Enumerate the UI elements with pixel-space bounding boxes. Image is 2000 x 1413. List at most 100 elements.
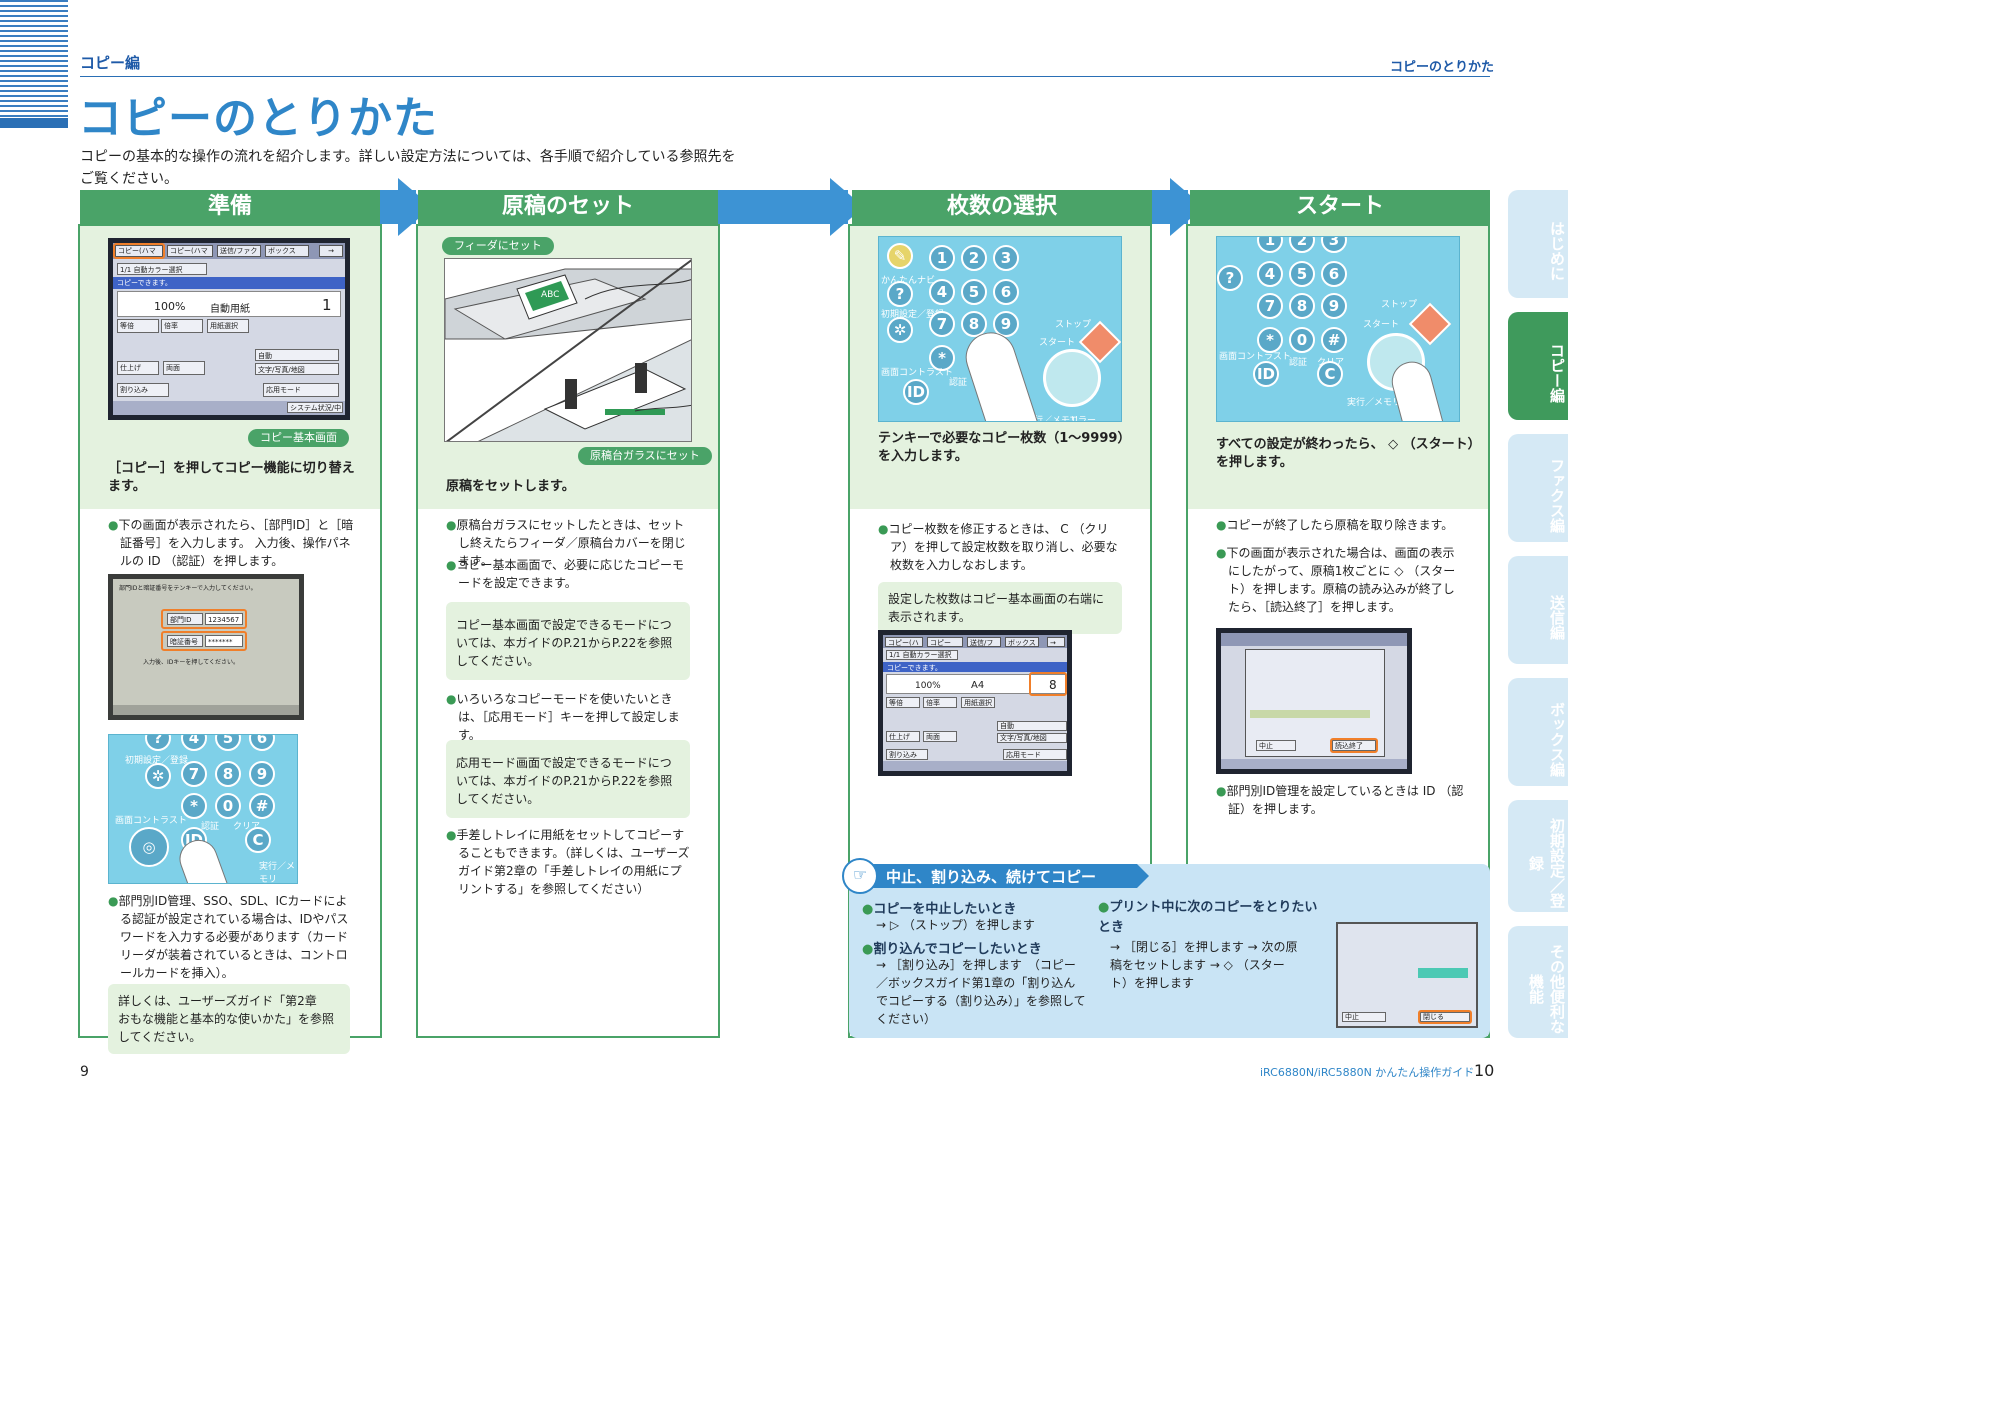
step-start-bullet-2: ●下の画面が表示された場合は、画面の表示にしたがって、原稿1枚ごとに ◇ （スタ…: [1216, 546, 1456, 614]
interrupt-button-2[interactable]: 割り込み: [886, 749, 928, 760]
key-7[interactable]: 7: [181, 761, 207, 787]
key-3[interactable]: 3: [993, 245, 1019, 271]
key-id-c[interactable]: ID: [1253, 361, 1279, 387]
ratio-button[interactable]: 倍率: [161, 319, 203, 333]
key-question[interactable]: ?: [145, 735, 171, 751]
system-status-button[interactable]: システム状況/中止: [287, 402, 343, 413]
right-tab-settings[interactable]: 初期設定／登録: [1508, 800, 1568, 912]
density-auto-button-2[interactable]: 自動: [997, 721, 1067, 731]
cancel-button[interactable]: 中止: [1256, 740, 1296, 751]
key-9c[interactable]: 9: [1321, 293, 1347, 319]
step-header-start: スタート: [1190, 190, 1490, 224]
key-8[interactable]: 8: [215, 761, 241, 787]
key-easy-navi[interactable]: ✎: [887, 243, 913, 269]
pin-field[interactable]: *******: [205, 635, 243, 647]
screen-tab-copy[interactable]: コピー(ハマンデン): [115, 245, 163, 257]
same-size-button[interactable]: 等倍: [117, 319, 159, 333]
pin-label: 暗証番号: [167, 635, 203, 647]
duplex-button-2[interactable]: 両面: [923, 731, 957, 742]
key-7b[interactable]: 7: [929, 311, 955, 337]
screen-tab-arrow[interactable]: →: [319, 245, 343, 257]
right-tab-fax[interactable]: ファクス編: [1508, 434, 1568, 542]
duplex-button[interactable]: 両面: [163, 361, 205, 375]
start-button[interactable]: [1043, 349, 1101, 407]
screen2-tab-send[interactable]: 送信/ファクス: [967, 637, 1001, 647]
advanced-mode-button[interactable]: 応用モード: [263, 383, 339, 397]
key-9[interactable]: 9: [249, 761, 275, 787]
paper-select-button[interactable]: 用紙選択: [207, 319, 249, 333]
screen2-tab-box[interactable]: ボックス: [1005, 637, 1039, 647]
key-5c[interactable]: 5: [1289, 261, 1315, 287]
key-register[interactable]: ✲: [145, 763, 171, 789]
key-5b[interactable]: 5: [961, 279, 987, 305]
print-cancel-button[interactable]: 中止: [1342, 1012, 1386, 1022]
decorative-stripes: [0, 0, 68, 128]
status-bar: コピーできます。: [113, 277, 345, 289]
key-0c[interactable]: 0: [1289, 327, 1315, 353]
key-register-2[interactable]: ✲: [887, 317, 913, 343]
key-4c[interactable]: 4: [1257, 261, 1283, 287]
right-tab-box[interactable]: ボックス編: [1508, 678, 1568, 786]
right-tab-intro[interactable]: はじめに: [1508, 190, 1568, 298]
dept-id-highlight: [161, 609, 247, 629]
right-tab-copy[interactable]: コピー編: [1508, 312, 1568, 420]
original-type-select-2[interactable]: 文字/写真/地図: [997, 733, 1067, 743]
key-3c[interactable]: 3: [1321, 237, 1347, 253]
key-1[interactable]: 1: [929, 245, 955, 271]
key-id-b[interactable]: ID: [903, 379, 929, 405]
screen-tab-copy2[interactable]: コピー(ハマンデン): [167, 245, 213, 257]
read-end-button[interactable]: 読込終了: [1332, 740, 1376, 751]
original-type-select[interactable]: 文字/写真/地図: [255, 363, 339, 375]
dept-id-field[interactable]: 1234567: [205, 613, 243, 625]
key-7c[interactable]: 7: [1257, 293, 1283, 319]
screen2-tab-arrow[interactable]: →: [1047, 637, 1065, 647]
right-tab-other[interactable]: その他便利な機能: [1508, 926, 1568, 1038]
same-size-button-2[interactable]: 等倍: [886, 697, 920, 708]
key-8c[interactable]: 8: [1289, 293, 1315, 319]
key-star-b[interactable]: *: [929, 345, 955, 371]
key-6c[interactable]: 6: [1321, 261, 1347, 287]
key-star[interactable]: *: [181, 793, 207, 819]
key-help-c[interactable]: ?: [1217, 265, 1243, 291]
key-6[interactable]: 6: [249, 735, 275, 751]
advanced-mode-button-2[interactable]: 応用モード: [1003, 749, 1067, 760]
finish-button[interactable]: 仕上げ: [117, 361, 159, 375]
key-6b[interactable]: 6: [993, 279, 1019, 305]
finish-button-2[interactable]: 仕上げ: [886, 731, 920, 742]
screen-tab-box[interactable]: ボックス: [265, 245, 309, 257]
key-5[interactable]: 5: [215, 735, 241, 751]
right-tab-send[interactable]: 送信編: [1508, 556, 1568, 664]
key-hash-c[interactable]: #: [1321, 327, 1347, 353]
interrupt-button[interactable]: 割り込み: [117, 383, 169, 397]
key-4[interactable]: 4: [181, 735, 207, 751]
memory-label-2: 実行／メモリ: [1025, 416, 1080, 422]
paper-select-button-2[interactable]: 用紙選択: [961, 697, 995, 708]
copies-value-2: 8: [1049, 678, 1057, 692]
key-hash[interactable]: #: [249, 793, 275, 819]
key-help[interactable]: ?: [887, 281, 913, 307]
key-clear-c[interactable]: C: [1317, 361, 1343, 387]
key-1c[interactable]: 1: [1257, 237, 1283, 253]
contrast-dial[interactable]: ◎: [129, 827, 169, 867]
key-9b[interactable]: 9: [993, 311, 1019, 337]
key-0[interactable]: 0: [215, 793, 241, 819]
close-button[interactable]: 閉じる: [1420, 1012, 1470, 1022]
screen2-tab-copy2[interactable]: コピー(ハマンデン): [927, 637, 963, 647]
color-mode-select[interactable]: 1/1 自動カラー選択: [117, 263, 207, 275]
key-2c[interactable]: 2: [1289, 237, 1315, 253]
step-start-bullet-1: ●コピーが終了したら原稿を取り除きます。: [1216, 518, 1454, 532]
ratio-value-2: 100%: [915, 681, 941, 691]
color-mode-select-2[interactable]: 1/1 自動カラー選択: [886, 650, 958, 660]
key-star-c[interactable]: *: [1257, 327, 1283, 353]
print-progress-bar: [1418, 968, 1468, 978]
key-4b[interactable]: 4: [929, 279, 955, 305]
ratio-button-2[interactable]: 倍率: [923, 697, 957, 708]
screen2-tab-copy[interactable]: コピー(ハマンデン): [885, 637, 923, 647]
density-auto-button[interactable]: 自動: [255, 349, 339, 361]
key-clear[interactable]: C: [245, 827, 271, 853]
key-2[interactable]: 2: [961, 245, 987, 271]
memory-label-3: 実行／メモリ: [1347, 398, 1402, 408]
screen-tab-send[interactable]: 送信/ファクス: [217, 245, 261, 257]
left-page-number: 9: [80, 1064, 89, 1080]
auth-label-2: 認証: [949, 378, 968, 388]
